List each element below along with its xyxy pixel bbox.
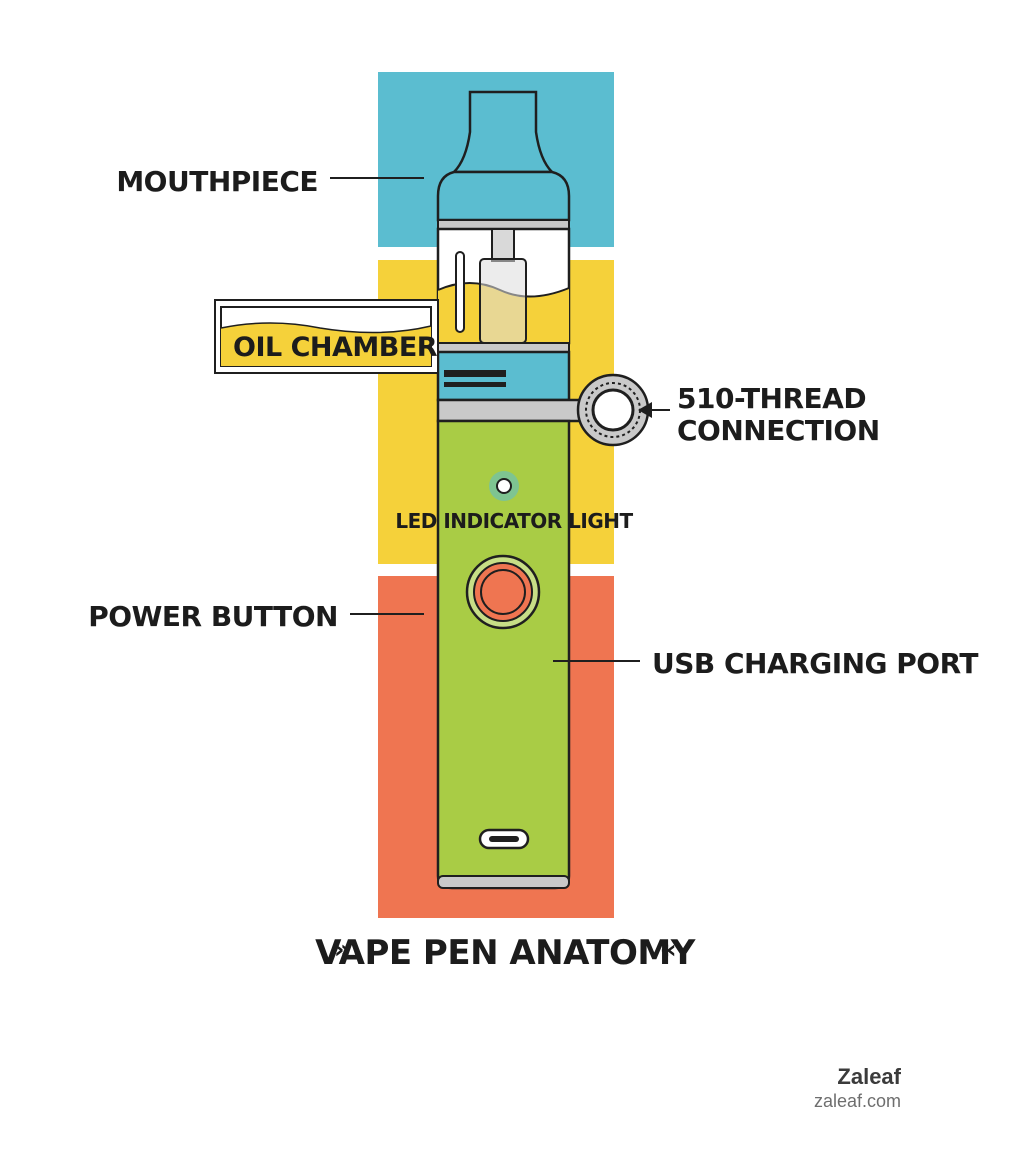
thread-connection — [436, 373, 650, 447]
page-title: VAPE PEN ANATOMY — [315, 933, 696, 973]
thread-label-line2: CONNECTION — [677, 414, 880, 447]
usb-port-label: USB CHARGING PORT — [652, 647, 978, 680]
thread-label-line1: 510-THREAD — [677, 382, 866, 415]
title-mark-left: » — [334, 935, 350, 965]
mouthpiece — [436, 90, 571, 230]
brand-url: zaleaf.com — [813, 1091, 901, 1111]
oil-chamber-callout — [214, 299, 439, 374]
power-button — [465, 554, 541, 630]
power-button-label: POWER BUTTON — [88, 600, 338, 633]
oil-chamber — [436, 227, 571, 353]
cartridge-base — [436, 350, 571, 402]
title-mark-right: « — [660, 935, 676, 965]
thread-arrow — [638, 402, 670, 418]
mouthpiece-label: MOUTHPIECE — [116, 165, 318, 198]
led-label: LED INDICATOR LIGHT — [395, 509, 633, 533]
brand-name: Zaleaf — [837, 1064, 901, 1089]
led-indicator — [489, 471, 519, 501]
oil-chamber-label: OIL CHAMBER — [233, 332, 438, 363]
brand-block: Zaleaf zaleaf.com — [814, 1064, 901, 1112]
usb-port — [478, 828, 530, 850]
battery-body — [436, 419, 571, 890]
